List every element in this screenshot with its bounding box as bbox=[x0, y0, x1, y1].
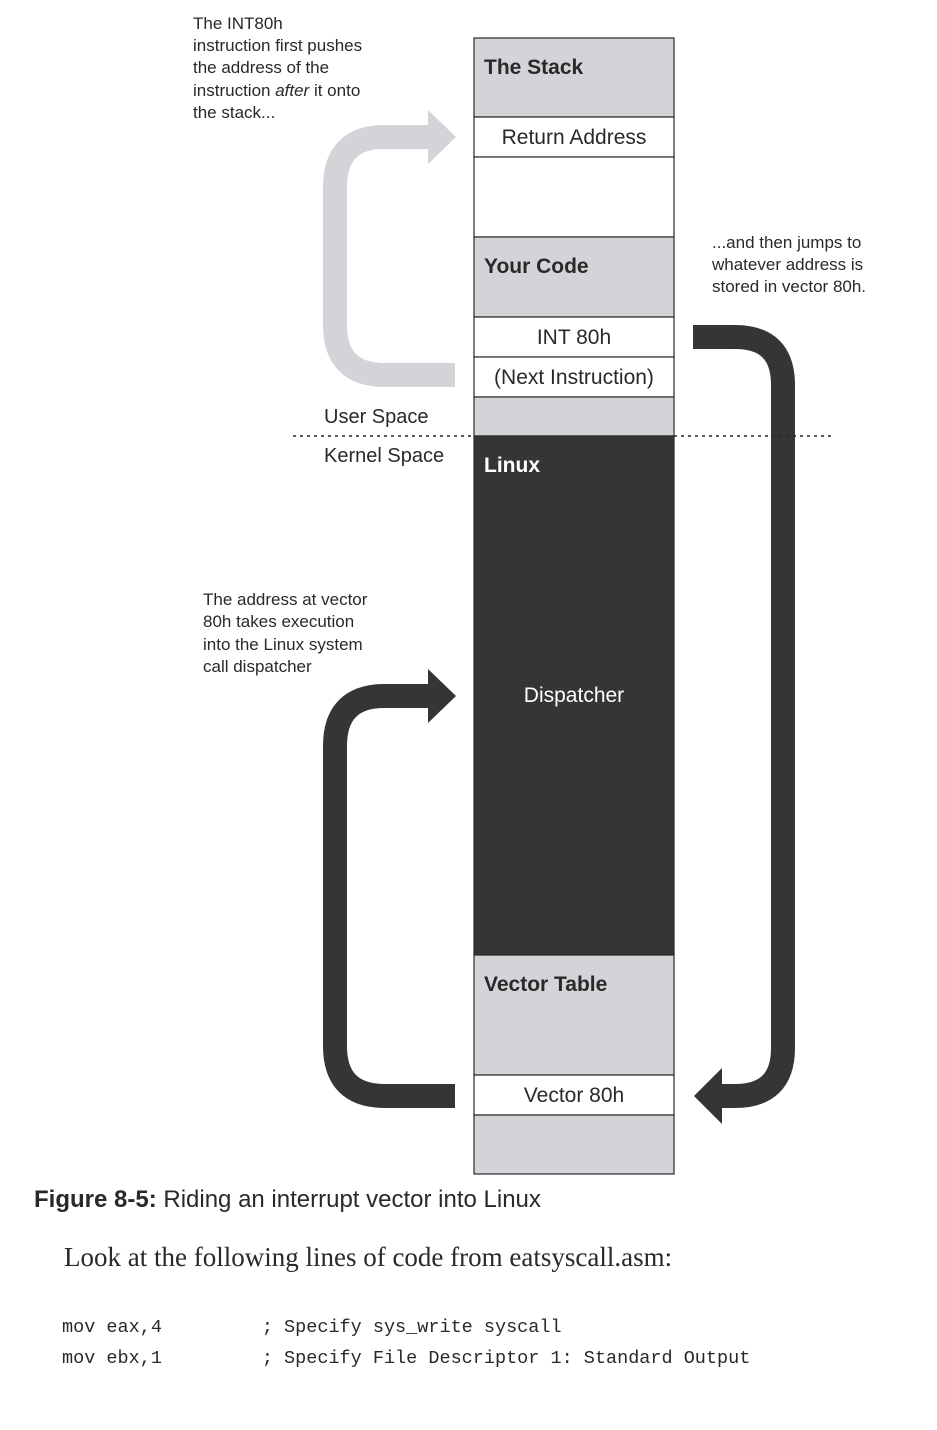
dispatch-arrowhead bbox=[428, 669, 456, 723]
note-push-line-5: the stack... bbox=[193, 103, 275, 122]
cell-int-80h bbox=[473, 316, 675, 358]
figure-caption: Figure 8-5: Riding an interrupt vector i… bbox=[34, 1186, 541, 1214]
jump-to-vector-arrow bbox=[693, 325, 795, 1108]
cell-user-blank bbox=[473, 396, 675, 437]
user-space-label: User Space bbox=[324, 406, 429, 428]
note-push-emphasis: after bbox=[275, 81, 310, 100]
note-dispatch: The address at vector 80h takes executio… bbox=[203, 590, 368, 676]
cell-linux-label: Linux bbox=[484, 454, 540, 477]
jump-arrowhead bbox=[694, 1068, 722, 1124]
cell-your-code-header bbox=[473, 236, 675, 318]
cell-stack-header-label: The Stack bbox=[484, 56, 584, 79]
dispatcher-label: Dispatcher bbox=[524, 684, 624, 707]
kernel-space-label: Kernel Space bbox=[324, 445, 444, 467]
cell-vector-80h-label: Vector 80h bbox=[524, 1084, 624, 1107]
note-jump-line-3: stored in vector 80h. bbox=[712, 277, 866, 296]
note-push-line-2: instruction first pushes bbox=[193, 36, 362, 55]
note-dispatch-line-4: call dispatcher bbox=[203, 657, 312, 676]
code-line: mov eax,4 ; Specify sys_write syscall bbox=[62, 1317, 562, 1338]
code-listing: mov eax,4 ; Specify sys_write syscall mov… bbox=[62, 1312, 750, 1374]
code-line: mov ebx,1 ; Specify File Descriptor 1: S… bbox=[62, 1348, 751, 1369]
note-push-line-4b: it onto bbox=[309, 81, 360, 100]
cell-int-80h-label: INT 80h bbox=[537, 326, 611, 349]
flow-arrows bbox=[323, 110, 795, 1124]
note-jump-line-2: whatever address is bbox=[711, 255, 863, 274]
push-return-address-arrow bbox=[323, 125, 455, 387]
cell-vector-80h bbox=[473, 1074, 675, 1116]
cell-linux bbox=[473, 435, 675, 956]
cell-return-address-label: Return Address bbox=[502, 126, 647, 149]
cell-your-code-header-label: Your Code bbox=[484, 255, 589, 278]
cell-vector-table-header bbox=[473, 954, 675, 1076]
cell-return-address bbox=[473, 116, 675, 158]
note-dispatch-line-3: into the Linux system bbox=[203, 635, 363, 654]
note-push-line-1: The INT80h bbox=[193, 14, 283, 33]
cell-vector-blank bbox=[473, 1114, 675, 1175]
note-push-line-3: the address of the bbox=[193, 58, 329, 77]
figure-title: Riding an interrupt vector into Linux bbox=[163, 1186, 541, 1213]
cell-next-instruction-label: (Next Instruction) bbox=[494, 366, 654, 389]
body-paragraph: Look at the following lines of code from… bbox=[64, 1242, 673, 1272]
cell-vector-table-header-label: Vector Table bbox=[484, 973, 607, 996]
note-dispatch-line-2: 80h takes execution bbox=[203, 612, 354, 631]
note-jump: ...and then jumps to whatever address is… bbox=[711, 233, 866, 296]
cell-next-instruction bbox=[473, 356, 675, 398]
note-push: The INT80h instruction first pushes the … bbox=[193, 14, 362, 122]
note-dispatch-line-1: The address at vector bbox=[203, 590, 368, 609]
figure-number: Figure 8-5: bbox=[34, 1186, 157, 1213]
note-jump-line-1: ...and then jumps to bbox=[712, 233, 861, 252]
note-push-line-4: instruction after it onto bbox=[193, 81, 360, 100]
note-push-line-4a: instruction bbox=[193, 81, 275, 100]
cell-stack-blank bbox=[473, 156, 675, 238]
push-arrowhead bbox=[428, 110, 456, 164]
vector-to-dispatcher-arrow bbox=[323, 684, 455, 1108]
